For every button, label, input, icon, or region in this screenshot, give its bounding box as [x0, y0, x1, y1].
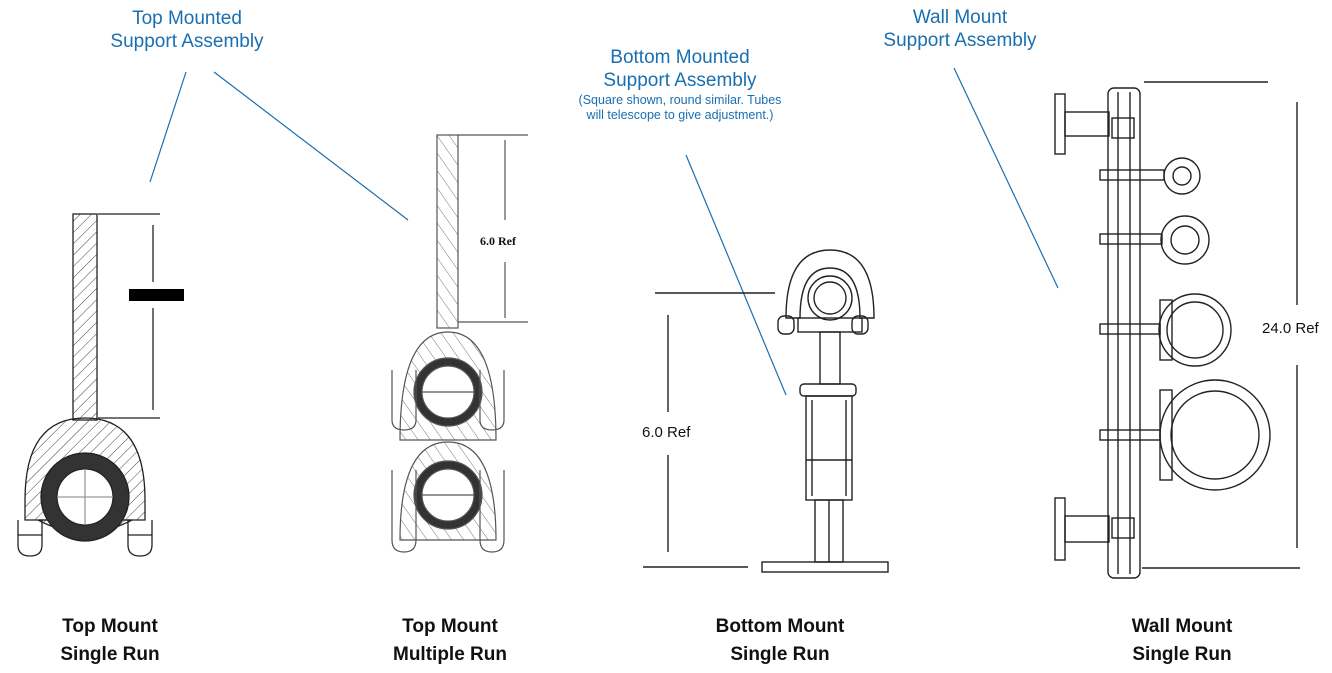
caption-bottom-mount-single-run: Bottom Mount Single Run: [690, 613, 870, 668]
leader-wall: [953, 67, 1059, 289]
callout-wall-mount-line2: Support Assembly: [883, 29, 1037, 51]
callout-top-mounted-line2: Support Assembly: [110, 30, 264, 52]
caption-top-mount-multiple-run: Top Mount Multiple Run: [355, 613, 545, 668]
leader-bottom: [685, 154, 787, 396]
caption-line1: Wall Mount: [1131, 616, 1233, 637]
callout-bottom-mounted-line1: Bottom Mounted: [610, 47, 750, 68]
callout-bottom-mounted-line2: Support Assembly: [603, 69, 757, 91]
caption-line2: Single Run: [1132, 643, 1232, 665]
callout-bottom-mounted-note2: will telescope to give adjustment.): [586, 108, 774, 123]
leader-lines: [149, 67, 1059, 396]
callout-bottom-mounted-note1: (Square shown, round similar. Tubes: [578, 92, 782, 107]
callout-bottom-mounted: Bottom Mounted Support Assembly (Square …: [545, 47, 815, 124]
dimension-label-bottom-single: 6.0 Ref: [642, 424, 691, 441]
wall-mount-single-run-drawing: [1054, 81, 1300, 579]
top-mount-multiple-run-drawing: [391, 134, 528, 553]
caption-line2: Multiple Run: [393, 643, 507, 665]
caption-line1: Top Mount: [62, 616, 158, 637]
dimension-label-wall-single: 24.0 Ref: [1262, 320, 1319, 337]
caption-line1: Top Mount: [402, 616, 498, 637]
callout-top-mounted: Top Mounted Support Assembly: [72, 8, 302, 54]
caption-line2: Single Run: [60, 643, 160, 665]
callout-wall-mount-line1: Wall Mount: [912, 7, 1008, 28]
caption-line1: Bottom Mount: [715, 616, 845, 637]
callout-wall-mount: Wall Mount Support Assembly: [845, 7, 1075, 53]
top-mount-single-run-drawing: [17, 213, 184, 557]
leader-top-multiple: [213, 71, 409, 221]
dimension-label-top-multiple: 6.0 Ref: [480, 234, 516, 248]
callout-top-mounted-line1: Top Mounted: [132, 8, 242, 29]
caption-top-mount-single-run: Top Mount Single Run: [20, 613, 200, 668]
caption-line2: Single Run: [730, 643, 830, 665]
caption-wall-mount-single-run: Wall Mount Single Run: [1092, 613, 1272, 668]
leader-top-single: [149, 71, 187, 183]
bottom-mount-single-run-drawing: [643, 249, 889, 573]
